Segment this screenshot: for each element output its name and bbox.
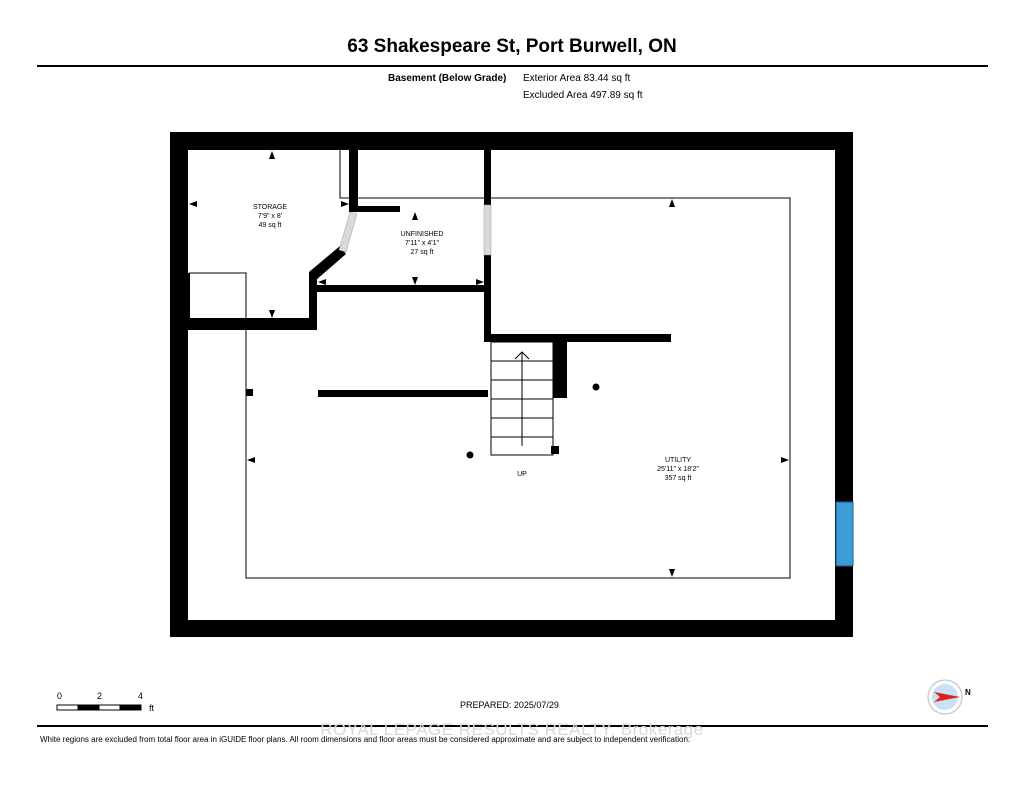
room-area: 27 sq ft [410,249,434,256]
prepared-date: PREPARED: 2025/07/29 [460,700,559,710]
room-dimensions: 7'11" x 4'1" [405,240,439,247]
room-storage: STORAGE 7'9" x 8' 49 sq ft [230,203,310,230]
scale-tick: 2 [97,691,103,701]
disclaimer: White regions are excluded from total fl… [40,735,691,744]
room-unfinished: UNFINISHED 7'11" x 4'1" 27 sq ft [382,230,462,257]
door-openings [338,204,492,256]
room-dimensions: 25'11" x 18'2" [657,466,699,473]
room-name: STORAGE [252,204,288,211]
dimension-arrows [189,151,789,577]
post [466,451,474,459]
scale-bar [56,704,142,711]
window [835,501,854,567]
compass-icon [927,679,963,715]
room-utility: UTILITY 25'11" x 18'2" 357 sq ft [628,456,728,483]
post [592,383,600,391]
page-title: 63 Shakespeare St, Port Burwell, ON [347,36,677,57]
room-name: UNFINISHED [400,231,444,238]
room-name: UTILITY [664,457,692,464]
room-dimensions: 7'9" x 8' [257,213,283,220]
scale-tick: 0 [57,691,63,701]
compass-north-label: N [965,688,971,697]
area-outlines [189,150,791,579]
header-divider [37,65,988,67]
room-area: 49 sq ft [258,222,282,229]
exterior-area: Exterior Area 83.44 sq ft [523,73,631,84]
scale-unit: ft [149,703,155,713]
brokerage-watermark: ROYAL LEPAGE RESULTS REALTY, Brokerage [320,720,704,739]
staircase [490,341,554,456]
excluded-area: Excluded Area 497.89 sq ft [523,90,643,101]
scale-tick: 4 [138,691,144,701]
footer-divider [37,725,988,727]
room-area: 357 sq ft [664,475,692,482]
stairs-label: UP [517,471,527,478]
level-name: Basement (Below Grade) [388,73,507,84]
